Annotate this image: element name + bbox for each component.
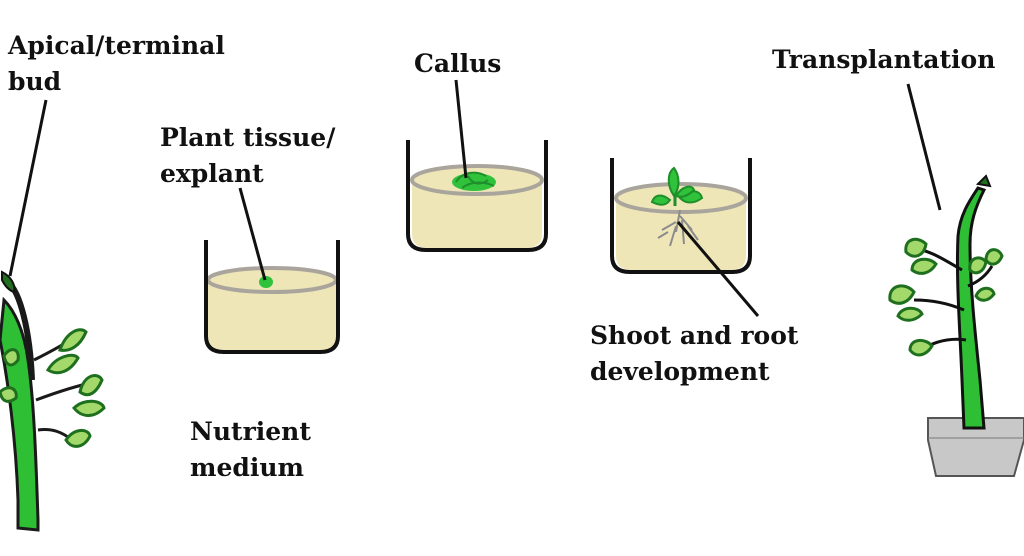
leaf: [888, 284, 916, 305]
label-nutrient-medium-line2: medium: [190, 453, 304, 482]
explant: [259, 276, 273, 288]
beaker-callus: [406, 140, 548, 252]
leaf: [896, 306, 924, 322]
label-apical-bud-line1: Apical/terminal: [8, 31, 225, 60]
beaker-outline: [610, 158, 752, 274]
shoot: [650, 166, 704, 206]
pot: [927, 417, 1024, 477]
nutrient-medium: [616, 198, 746, 270]
label-nutrient-medium-line1: Nutrient: [190, 417, 311, 446]
leaf: [71, 399, 106, 417]
beaker-outline: [406, 140, 548, 252]
label-transplantation-text: Transplantation: [772, 45, 996, 74]
label-nutrient-medium: Nutrient medium: [190, 414, 311, 486]
transplanted-plant: [888, 174, 1024, 477]
leaf: [904, 237, 928, 258]
leaf: [58, 328, 88, 352]
pointer-transplantation: [906, 83, 942, 211]
label-plant-tissue: Plant tissue/ explant: [160, 120, 335, 192]
label-transplantation: Transplantation: [772, 42, 995, 78]
pointer-callus: [454, 79, 468, 179]
label-shoot-root-line1: Shoot and root: [590, 321, 799, 350]
beaker-shoot-root: [610, 158, 752, 274]
leaf: [0, 386, 18, 403]
leaf: [908, 339, 934, 357]
beaker-explant: [204, 240, 340, 354]
beaker-outline: [204, 240, 340, 354]
leaf: [2, 348, 20, 367]
pointer-shoot-root: [676, 221, 760, 317]
leaf: [910, 257, 938, 275]
nutrient-medium: [208, 280, 336, 350]
leaf: [974, 286, 996, 302]
leaf: [984, 248, 1004, 266]
leaf: [78, 374, 104, 397]
label-shoot-root: Shoot and root development: [590, 318, 798, 390]
callus-mass: [452, 171, 496, 191]
leaf: [64, 429, 92, 448]
source-plant-stem: [0, 296, 40, 532]
nutrient-medium: [412, 180, 542, 248]
source-plant: [0, 270, 106, 532]
leaf: [968, 256, 988, 275]
label-apical-bud: Apical/terminal bud: [8, 28, 225, 100]
label-apical-bud-line2: bud: [8, 67, 62, 96]
apical-bud: [0, 270, 16, 294]
transplant-stem: [955, 186, 987, 430]
label-plant-tissue-line1: Plant tissue/: [160, 123, 336, 152]
label-shoot-root-line2: development: [590, 357, 770, 386]
pointer-apical-bud: [8, 99, 48, 277]
label-plant-tissue-line2: explant: [160, 159, 264, 188]
leaf: [45, 353, 80, 375]
label-callus: Callus: [414, 46, 501, 82]
roots: [657, 209, 699, 247]
label-callus-text: Callus: [414, 49, 502, 78]
pointer-explant: [238, 187, 267, 281]
